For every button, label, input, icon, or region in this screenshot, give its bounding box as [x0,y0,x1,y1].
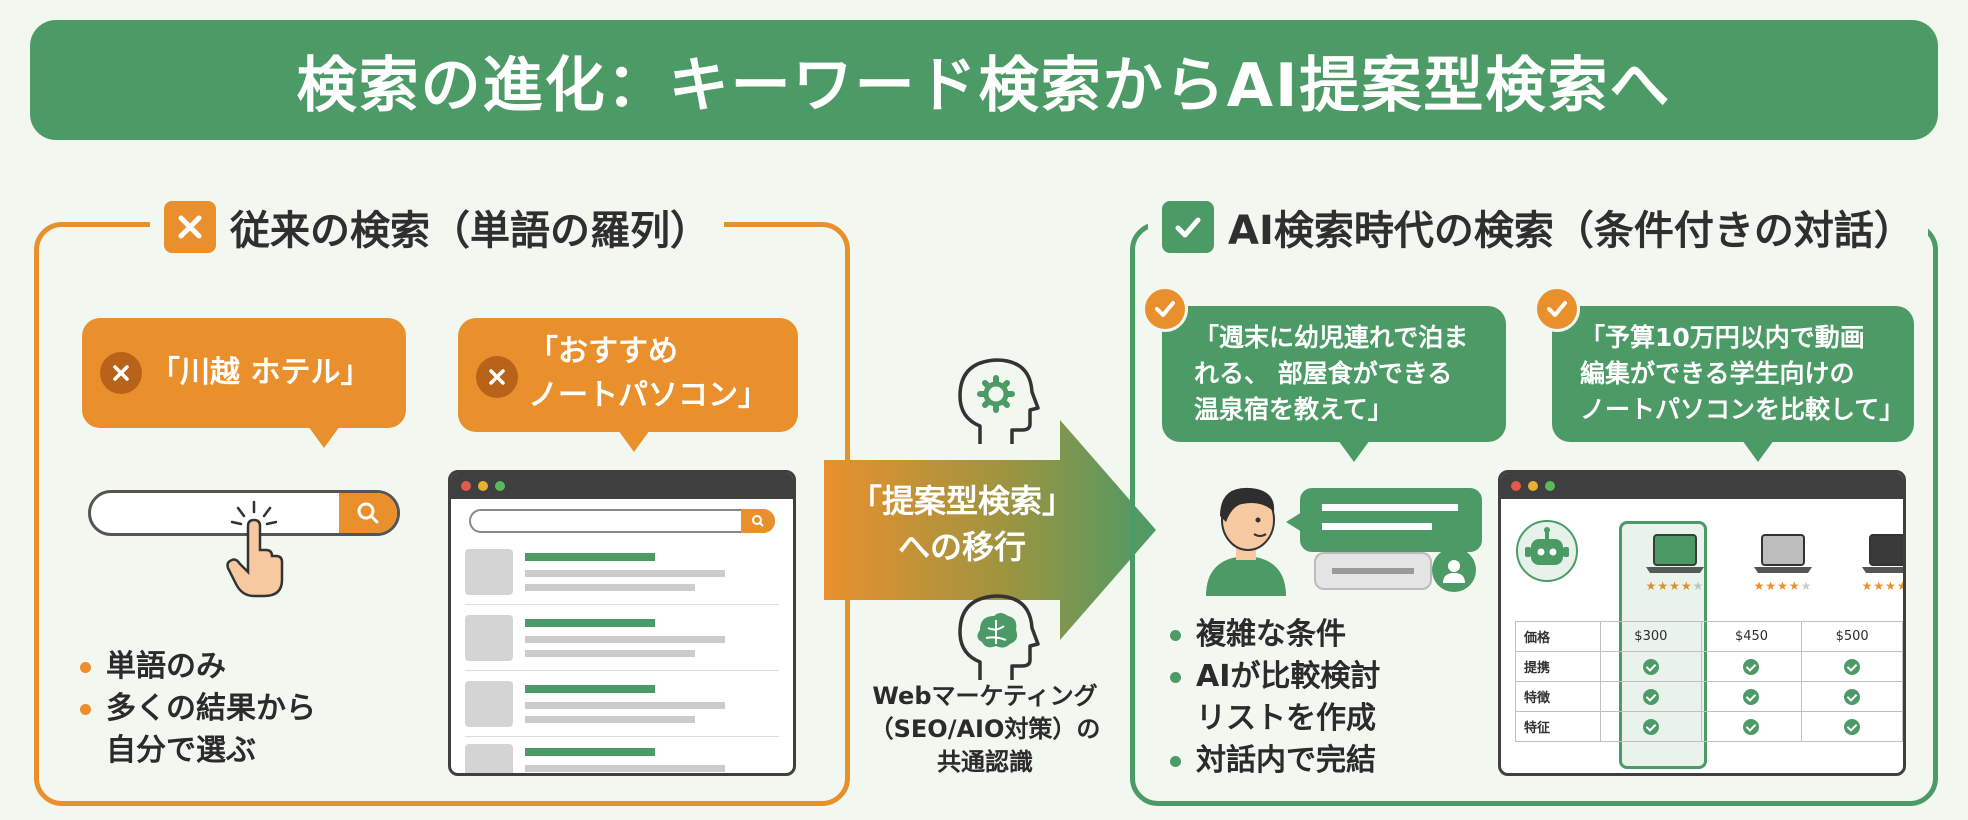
rating-stars-icon: ★★★★★ [1753,579,1813,593]
traditional-search-title: 従来の検索（単語の羅列） [230,208,710,254]
bullet-continuation: 自分で選ぶ [106,733,256,768]
keyword-hotel-text: 「川越 ホテル」 [150,355,371,390]
ai-query-onsen-line2: れる、 部屋食ができる [1194,359,1453,388]
check-icon [1844,688,1861,705]
results-search-input[interactable] [469,509,775,533]
ai-query-bubble-laptop: 「予算10万円以内で動画 編集ができる学生向けの ノートパソコンを比較して」 [1552,306,1914,462]
x-icon [100,352,142,394]
check-icon [1642,718,1659,735]
pointing-hand-icon [226,500,284,598]
brain-head-icon [958,594,1040,680]
transition-label: 「提案型検索」 への移行 [832,478,1092,570]
title-banner: 検索の進化：キーワード検索からAI提案型検索へ [30,20,1938,140]
ai-search-points: 複雑な条件 AIが比較検討 リストを作成 対話内で完結 [1166,614,1380,782]
laptop-options: ★★★★★ ★★★★★ ★★★★★ [1621,533,1906,593]
rating-stars-icon: ★★★★★ [1861,579,1906,593]
keyword-laptop-line1: 「おすすめ [528,334,678,369]
price-cell: $450 [1700,621,1803,652]
list-item[interactable] [465,737,779,773]
marketing-caption-line2: （SEO/AIO対策）の [869,715,1101,743]
ai-search-header: AI検索時代の検索（条件付きの対話） [1148,192,1928,262]
list-item[interactable] [465,539,779,605]
ai-chat-bubble [1314,552,1432,590]
keyword-bubble-laptop: 「おすすめ ノートパソコン」 [458,318,798,452]
marketing-caption: Webマーケティング （SEO/AIO対策）の 共通認識 [845,680,1125,779]
ai-query-onsen-line3: 温泉宿を教えて」 [1194,395,1393,424]
table-row-label: 提携 [1514,651,1602,682]
keyword-bubble-hotel: 「川越 ホテル」 [82,318,406,448]
search-input[interactable] [88,490,400,536]
table-row-label: 価格 [1514,621,1602,652]
search-button[interactable] [339,493,397,533]
table-row-label: 特征 [1514,711,1602,742]
price-cell: $300 [1600,621,1702,652]
marketing-caption-line3: 共通認識 [937,748,1033,776]
check-icon [1844,718,1861,735]
check-icon [1162,201,1214,253]
ai-comparison-window: ★★★★★ ★★★★★ ★★★★★ 価格 $300 $450 $500 提携 特… [1498,470,1906,776]
ai-query-laptop-line1: 「予算10万円以内で動画 [1580,323,1865,352]
transition-label-line2: への移行 [897,528,1026,566]
list-item: 多くの結果から [76,688,316,730]
traditional-search-header: 従来の検索（単語の羅列） [150,192,724,262]
list-item: AIが比較検討 [1166,656,1380,698]
table-row: 価格 $300 $450 $500 [1514,621,1903,652]
search-icon [357,502,379,524]
laptop-option-3[interactable]: ★★★★★ [1837,533,1906,593]
laptop-icon [1862,534,1903,573]
ai-robot-icon [1516,520,1578,582]
laptop-option-1[interactable]: ★★★★★ [1621,533,1729,593]
result-list [451,539,793,773]
rating-stars-icon: ★★★★★ [1645,579,1705,593]
laptop-icon [1754,534,1812,573]
search-results-window [448,470,796,776]
marketing-caption-line1: Webマーケティング [872,682,1098,710]
ai-query-onsen-line1: 「週末に幼児連れで泊ま [1194,323,1469,352]
ai-query-laptop-line2: 編集ができる学生向けの [1580,359,1855,388]
search-icon [752,515,764,527]
list-item[interactable] [465,605,779,671]
ai-query-bubble-onsen: 「週末に幼児連れで泊ま れる、 部屋食ができる 温泉宿を教えて」 [1162,306,1506,462]
check-icon [1743,718,1760,735]
table-row-label: 特徴 [1514,681,1602,712]
x-icon [164,201,216,253]
price-cell: $500 [1801,621,1903,652]
list-item: 対話内で完結 [1166,740,1380,782]
list-item: リストを作成 [1196,701,1376,736]
x-icon [476,356,518,398]
transition-arrow [824,420,1156,640]
list-item: 自分で選ぶ [76,730,316,772]
table-row: 提携 [1514,651,1903,682]
user-person-icon [1206,487,1286,596]
check-icon [1534,286,1580,332]
check-icon [1743,658,1760,675]
laptop-option-2[interactable]: ★★★★★ [1729,533,1837,593]
check-icon [1642,658,1659,675]
list-item: 単語のみ [76,646,316,688]
user-avatar-icon [1432,548,1476,592]
check-icon [1844,658,1861,675]
comparison-table: 価格 $300 $450 $500 提携 特徴 特征 [1514,621,1903,742]
laptop-icon [1646,534,1704,573]
list-item[interactable] [465,671,779,737]
list-item: 複雑な条件 [1166,614,1380,656]
table-row: 特徴 [1514,681,1903,712]
page-title: 検索の進化：キーワード検索からAI提案型検索へ [296,50,1672,121]
ai-query-laptop-line3: ノートパソコンを比較して」 [1580,395,1905,424]
gear-head-icon [958,358,1040,444]
traditional-search-points: 単語のみ 多くの結果から 自分で選ぶ [76,646,316,772]
check-icon [1142,286,1188,332]
keyword-laptop-line2: ノートパソコン」 [528,378,768,413]
ai-search-title: AI検索時代の検索（条件付きの対話） [1228,208,1914,254]
transition-label-line1: 「提案型検索」 [849,482,1074,520]
check-icon [1642,688,1659,705]
table-row: 特征 [1514,711,1903,742]
check-icon [1743,688,1760,705]
user-chat-bubble [1286,488,1482,552]
